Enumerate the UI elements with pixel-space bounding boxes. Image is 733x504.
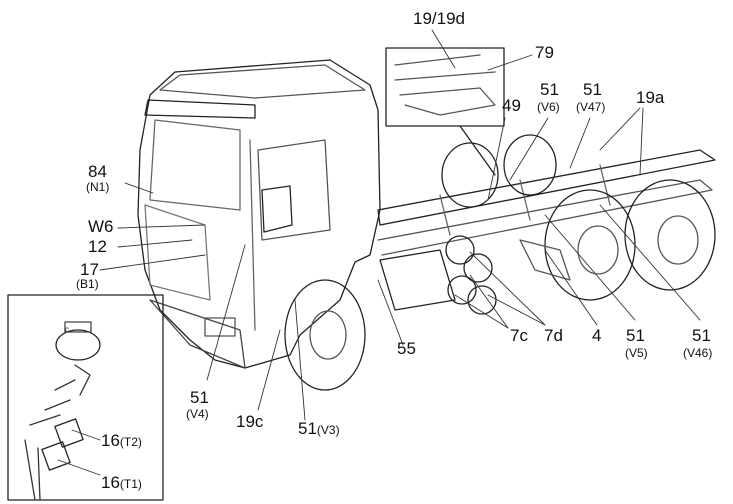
callout-17-sub: (B1) bbox=[76, 277, 99, 291]
callout-16-t2: 16(T2) bbox=[101, 432, 142, 451]
leader-lines bbox=[57, 29, 701, 476]
callout-51-v3: 51(V3) bbox=[298, 420, 340, 439]
callout-16-t2-sub: (T2) bbox=[119, 435, 142, 449]
callout-51-v5: 51 bbox=[626, 326, 645, 345]
callout-7c: 7c bbox=[510, 326, 528, 345]
callout-51-v47: 51 bbox=[583, 80, 602, 99]
headlight bbox=[204, 317, 236, 337]
door-line bbox=[249, 139, 256, 331]
front-wheel bbox=[284, 279, 366, 391]
callout-51-v46-sub: (V46) bbox=[683, 346, 713, 360]
cab-roof bbox=[159, 64, 366, 99]
rear-wheel-3 bbox=[624, 179, 716, 291]
callout-12: 12 bbox=[88, 237, 107, 256]
bumper bbox=[149, 299, 246, 369]
fuel-tank bbox=[379, 249, 456, 311]
callout-49: 49 bbox=[502, 96, 521, 115]
rear-wheel-2 bbox=[544, 189, 636, 301]
callout-51-v6: 51 bbox=[540, 80, 559, 99]
callout-19-19d: 19/19d bbox=[413, 9, 465, 28]
callout-17: 17 bbox=[80, 260, 99, 279]
windscreen bbox=[149, 119, 241, 211]
air-tank bbox=[445, 235, 475, 265]
callout-16-t1-number: 16 bbox=[101, 473, 120, 492]
reservoir bbox=[55, 329, 101, 361]
rear-wheel-1 bbox=[441, 142, 499, 208]
callout-19c: 19c bbox=[236, 412, 264, 431]
callout-4: 4 bbox=[592, 326, 602, 345]
sun-visor bbox=[144, 99, 256, 119]
cab-outline bbox=[137, 59, 381, 369]
callout-16-t1-sub: (T1) bbox=[119, 477, 142, 491]
callout-51-v6-sub: (V6) bbox=[537, 100, 560, 114]
callout-51-v4-sub: (V4) bbox=[186, 407, 209, 421]
chassis-rail bbox=[377, 149, 716, 226]
callout-51-v4: 51 bbox=[190, 388, 209, 407]
callout-84-sub: (N1) bbox=[86, 180, 110, 194]
grille bbox=[144, 204, 211, 301]
callout-7d: 7d bbox=[544, 326, 563, 345]
side-window bbox=[257, 139, 331, 241]
callout-55: 55 bbox=[397, 339, 416, 358]
inset-box-top bbox=[385, 47, 505, 127]
callout-51-v3-number: 51 bbox=[298, 419, 317, 438]
callout-51-v3-sub: (V3) bbox=[316, 423, 340, 437]
callout-w6: W6 bbox=[88, 217, 114, 236]
callout-84: 84 bbox=[88, 162, 107, 181]
inset-box-reservoir bbox=[7, 294, 164, 501]
callout-51-v46: 51 bbox=[692, 326, 711, 345]
callout-16-t2-number: 16 bbox=[101, 431, 120, 450]
callout-51-v5-sub: (V5) bbox=[625, 346, 648, 360]
callout-16-t1: 16(T1) bbox=[101, 474, 142, 493]
callout-51-v47-sub: (V47) bbox=[576, 100, 606, 114]
callout-19a: 19a bbox=[636, 88, 665, 107]
mirror bbox=[261, 185, 293, 233]
callout-79: 79 bbox=[535, 43, 554, 62]
reservoir-mark: c bbox=[65, 325, 69, 334]
